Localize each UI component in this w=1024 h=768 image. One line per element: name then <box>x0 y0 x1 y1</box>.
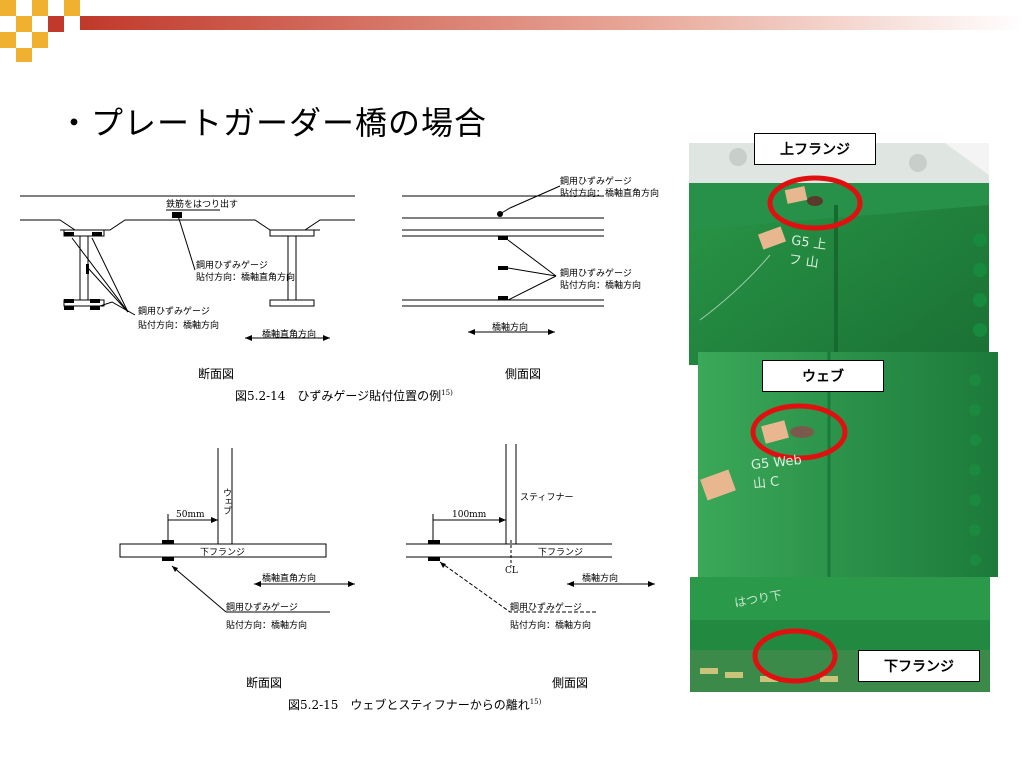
fig2-dir-axis-label-1: 貼付方向：橋軸方向 <box>226 621 308 631</box>
fig2-web-label: ウェブ <box>221 488 231 515</box>
fig2-dir-axis-label-2: 貼付方向：橋軸方向 <box>510 621 592 631</box>
fig2-dist-left: 50mm <box>176 510 205 520</box>
fig2-gauge-label-2: 鋼用ひずみゲージ <box>510 603 582 613</box>
fig1-sub-left: 断面図 <box>198 367 235 381</box>
fig2-gauge-label-1: 鋼用ひずみゲージ <box>226 603 298 613</box>
fig2-caption: 図5.2-15 ウェブとスティフナーからの離れ15) <box>288 698 542 712</box>
fig2-arrow-perp-label: 橋軸直角方向 <box>262 574 317 584</box>
fig1-gauge-label-4: 鋼用ひずみゲージ <box>560 269 632 279</box>
fig1-arrow-perp-label: 橋軸直角方向 <box>262 330 317 340</box>
fig1-chip-label: 鉄筋をはつり出す <box>166 200 239 210</box>
fig2-centerline-label: CL <box>505 566 518 576</box>
title-banner <box>0 0 1024 62</box>
fig1-gauge-label-1: 鋼用ひずみゲージ <box>196 261 268 271</box>
fig2-arrow-axis-label: 橋軸方向 <box>582 574 619 584</box>
label-upper-flange: 上フランジ <box>754 133 876 165</box>
fig1-dir-perp-label-2: 貼付方向：橋軸直角方向 <box>560 189 660 199</box>
fig2-stiffener-label: スティフナー <box>520 493 574 503</box>
label-lower-flange: 下フランジ <box>858 650 980 682</box>
fig1-caption: 図5.2-14 ひずみゲージ貼付位置の例15) <box>235 389 453 403</box>
fig2-sub-left: 断面図 <box>246 676 283 690</box>
photo2-handwriting: G5 Web 山 C <box>750 452 803 493</box>
slide-title: ・プレートガーダー橋の場合 <box>58 104 488 142</box>
fig1-dir-axis-label-2: 貼付方向：橋軸方向 <box>560 281 642 291</box>
fig2-sub-right: 側面図 <box>552 676 589 690</box>
fig1-gauge-label-2: 鋼用ひずみゲージ <box>138 307 210 317</box>
fig1-dir-axis-label-1: 貼付方向：橋軸方向 <box>138 321 220 331</box>
photo1-handwriting: G5 上フ 山 <box>787 233 828 272</box>
fig2-lower-flange-left: 下フランジ <box>200 548 246 558</box>
fig1-gauge-label-3: 鋼用ひずみゲージ <box>560 177 632 187</box>
fig1-sub-right: 側面図 <box>505 367 542 381</box>
fig2-dist-right: 100mm <box>452 510 487 520</box>
fig1-dir-perp-label-1: 貼付方向：橋軸直角方向 <box>196 273 296 283</box>
label-web: ウェブ <box>762 360 884 392</box>
fig1-arrow-axis-label: 橋軸方向 <box>492 323 529 333</box>
fig2-lower-flange-right: 下フランジ <box>538 548 584 558</box>
